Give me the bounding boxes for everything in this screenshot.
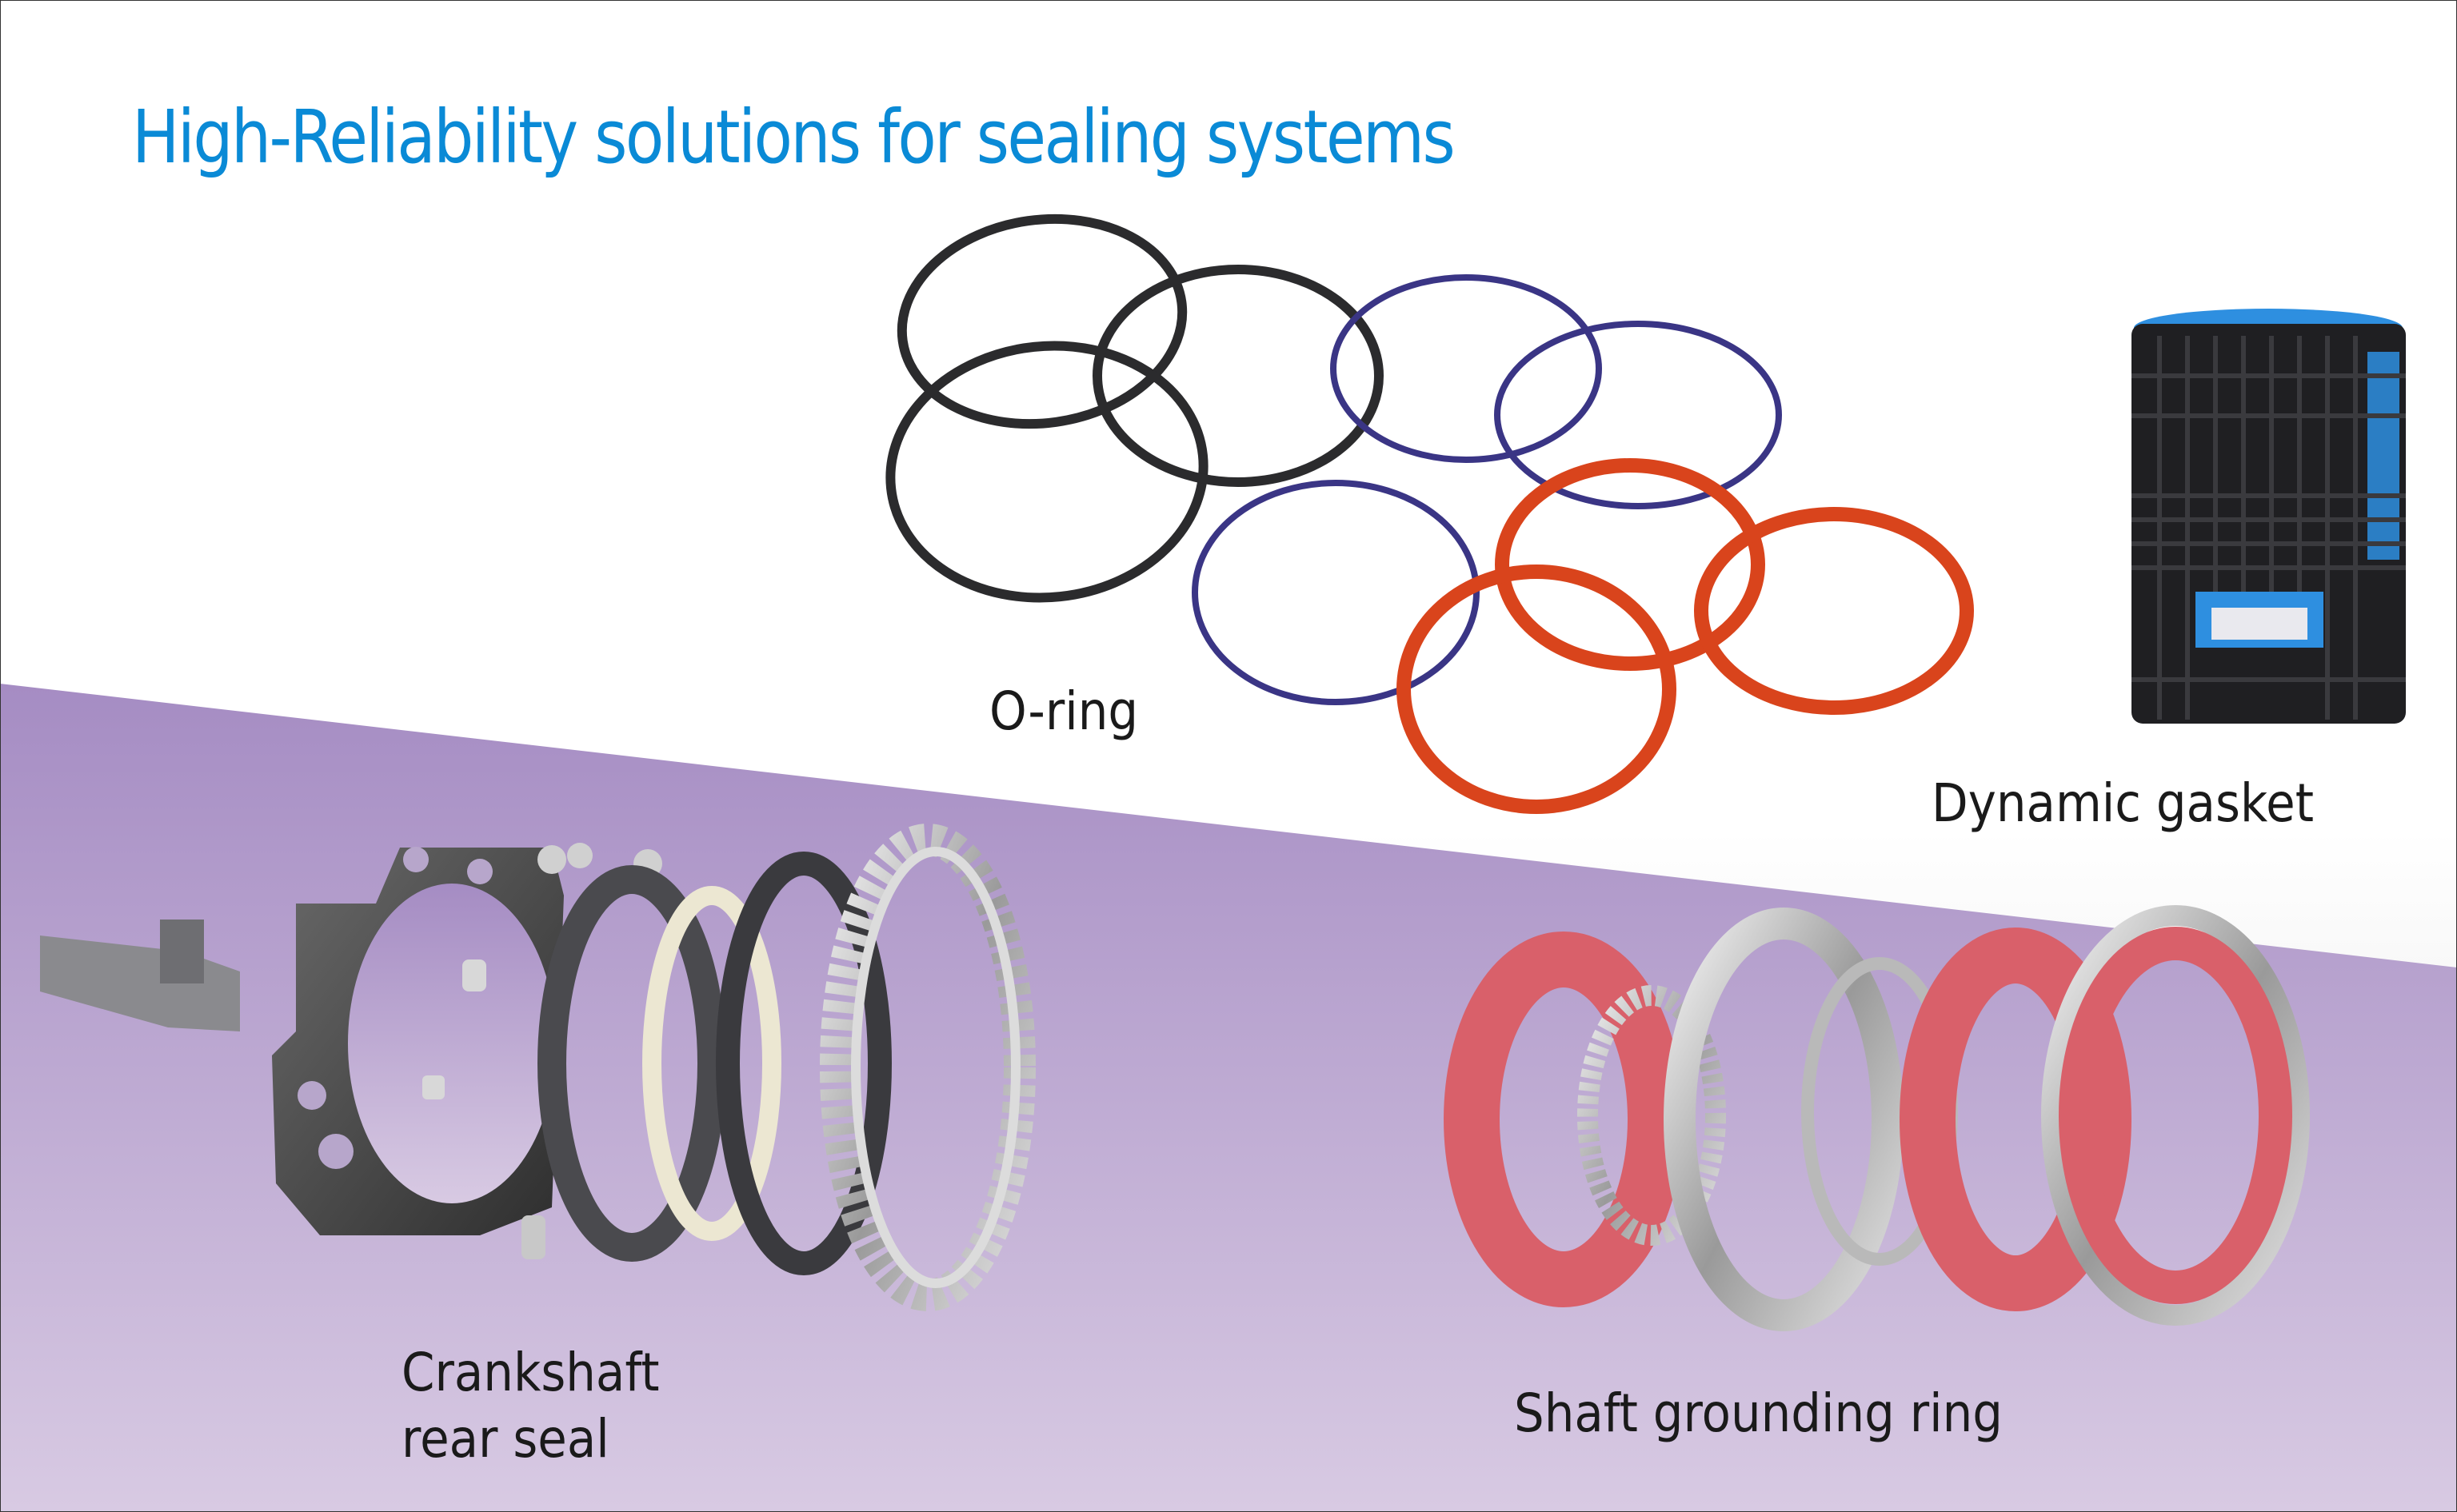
shaft-grounding-ring-image [1444, 905, 2310, 1331]
page-title: High-Reliability solutions for sealing s… [132, 94, 1456, 180]
o-ring-group [885, 213, 1974, 814]
crankshaft-label-line1: Crankshaft [402, 1342, 660, 1403]
o-ring-orange [1694, 507, 1974, 715]
o-ring-label: O-ring [989, 680, 1139, 742]
dynamic-gasket-label: Dynamic gasket [1932, 772, 2315, 834]
o-ring-black [897, 213, 1188, 429]
o-ring-black [885, 341, 1209, 603]
crankshaft-label-line2: rear seal [402, 1408, 609, 1470]
o-ring-blue [1330, 274, 1602, 463]
o-ring-blue [1494, 321, 1782, 509]
o-ring-blue [1192, 480, 1480, 705]
o-ring-orange [1396, 565, 1676, 814]
crankshaft-rear-seal-image [40, 824, 1036, 1311]
shaft-grounding-ring-label: Shaft grounding ring [1514, 1382, 2003, 1444]
dynamic-gasket-image [2131, 309, 2406, 724]
o-ring-black [1093, 265, 1384, 487]
o-ring-orange [1495, 458, 1765, 671]
